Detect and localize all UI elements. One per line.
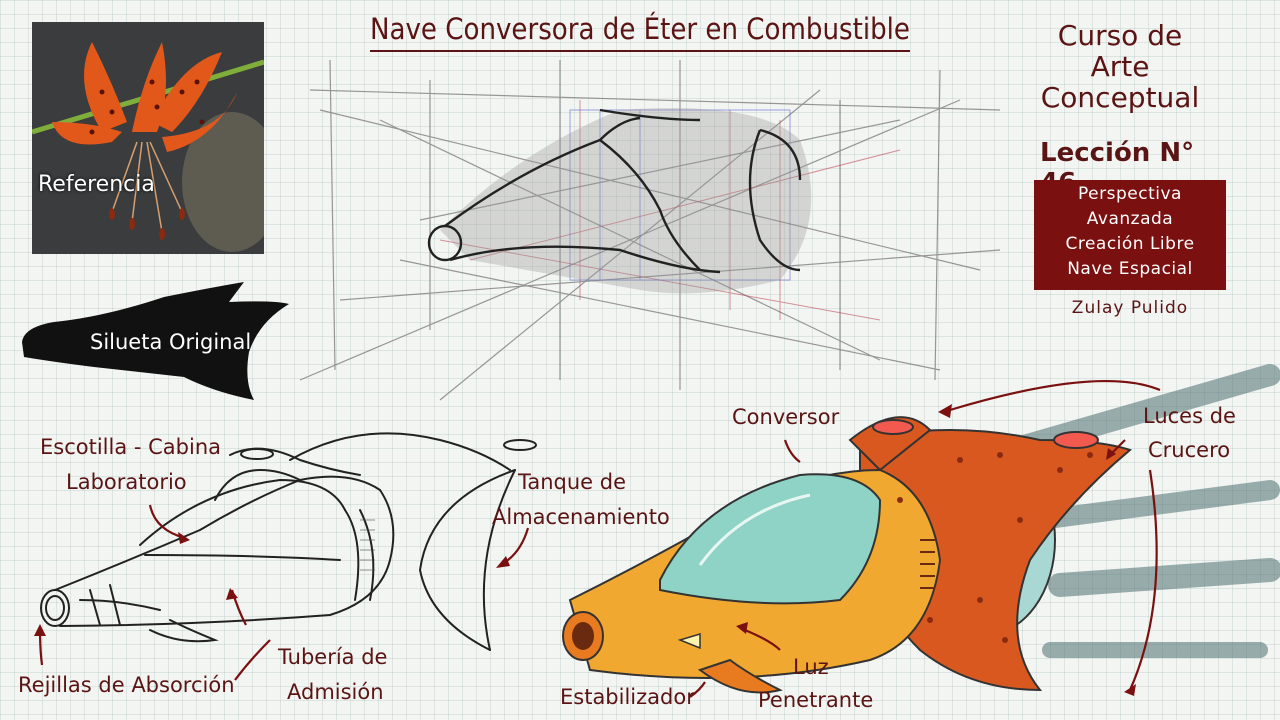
author-name: Zulay Pulido [1071,298,1189,318]
tank-label-line2: Almacenamiento [492,505,670,529]
topic-item: Avanzada [1086,209,1174,229]
topic-item: Nave Espacial [1067,259,1193,279]
converter-label: Conversor [732,405,840,429]
light-label-line1: Luz [793,655,829,679]
hatch-label-line2: Laboratorio [66,470,187,494]
page-title: Nave Conversora de Éter en Combustible [370,12,910,52]
course-line-2: Arte [1090,50,1150,83]
grilles-label: Rejillas de Absorción [18,673,235,697]
reference-label: Referencia [38,172,155,197]
tank-label-line1: Tanque de [518,470,627,494]
topic-item: Perspectiva [1078,184,1182,204]
reference-image [32,22,264,254]
lights-label-line2: Crucero [1148,438,1231,462]
ship-silhouette [22,282,289,400]
hatch-label-line1: Escotilla - Cabina [40,435,222,459]
pipe-label-line2: Admisión [287,680,384,704]
topic-item: Creación Libre [1065,234,1195,254]
course-line-1: Curso de [1057,19,1183,52]
silhouette-label: Silueta Original [90,330,252,354]
course-title: Curso de Arte Conceptual [1040,20,1200,113]
lights-label-line1: Luces de [1143,404,1236,428]
course-line-3: Conceptual [1040,81,1200,114]
pipe-label-line1: Tubería de [278,645,388,669]
topics-panel: Perspectiva Avanzada Creación Libre Nave… [1034,180,1226,290]
stabilizer-label: Estabilizador [560,685,695,709]
light-label-line2: Penetrante [758,688,874,712]
